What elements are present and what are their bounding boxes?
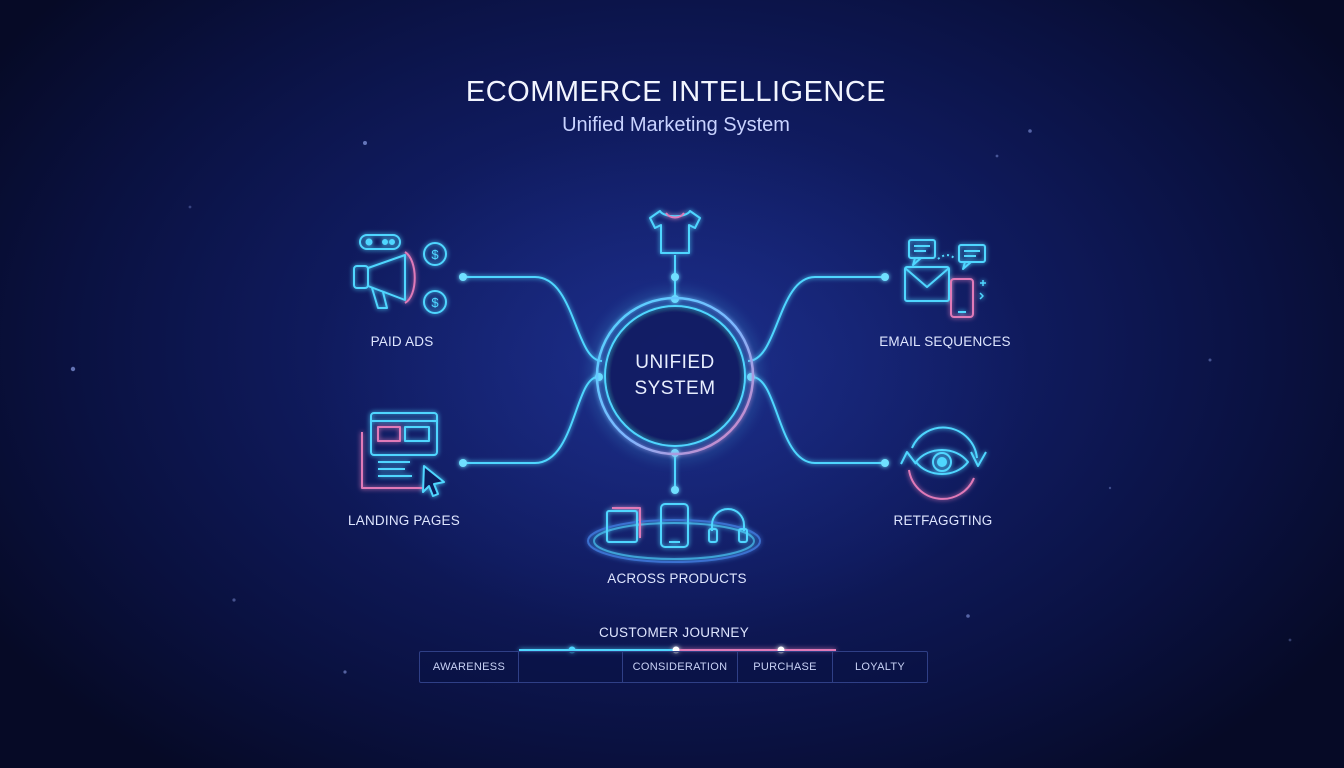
node-label-landing-pages: LANDING PAGES: [348, 513, 460, 528]
svg-text:$: $: [431, 295, 439, 310]
devices-icon: [587, 503, 761, 563]
node-label-across-products: ACROSS PRODUCTS: [607, 571, 747, 586]
tshirt-icon: [649, 210, 701, 254]
eye-cycle-icon: [900, 426, 987, 500]
page-subtitle: Unified Marketing System: [562, 114, 790, 136]
page-title: ECOMMERCE INTELLIGENCE: [465, 76, 887, 108]
connector-email: [747, 276, 885, 362]
svg-text:$: $: [431, 247, 439, 262]
node-label-paid-ads: PAID ADS: [370, 334, 434, 349]
hub-label-line2: SYSTEM: [634, 378, 716, 399]
journey-stages: AWARENESS CONSIDERATION PURCHASE LOYALTY: [419, 651, 928, 683]
journey-stage-awareness: AWARENESS: [432, 661, 506, 673]
node-label-email-sequences: EMAIL SEQUENCES: [879, 334, 1011, 349]
node-label-retargeting: RETFAGGTING: [893, 513, 993, 528]
connector-retargeting: [751, 376, 885, 464]
email-chat-icon: [904, 239, 986, 318]
journey-stage-consideration: CONSIDERATION: [622, 652, 737, 682]
stars: [70, 129, 1292, 674]
journey-title: CUSTOMER JOURNEY: [598, 625, 750, 640]
journey-stage-blank: [518, 652, 622, 682]
journey-stage-loyalty: LOYALTY: [832, 652, 927, 682]
hub-label: UNIFIED SYSTEM: [634, 350, 715, 402]
hub-label-line1: UNIFIED: [635, 352, 715, 373]
journey-stage-purchase: PURCHASE: [737, 652, 832, 682]
megaphone-icon: $ $: [353, 234, 447, 314]
webpage-cursor-icon: [361, 412, 445, 497]
hub: [590, 291, 760, 461]
